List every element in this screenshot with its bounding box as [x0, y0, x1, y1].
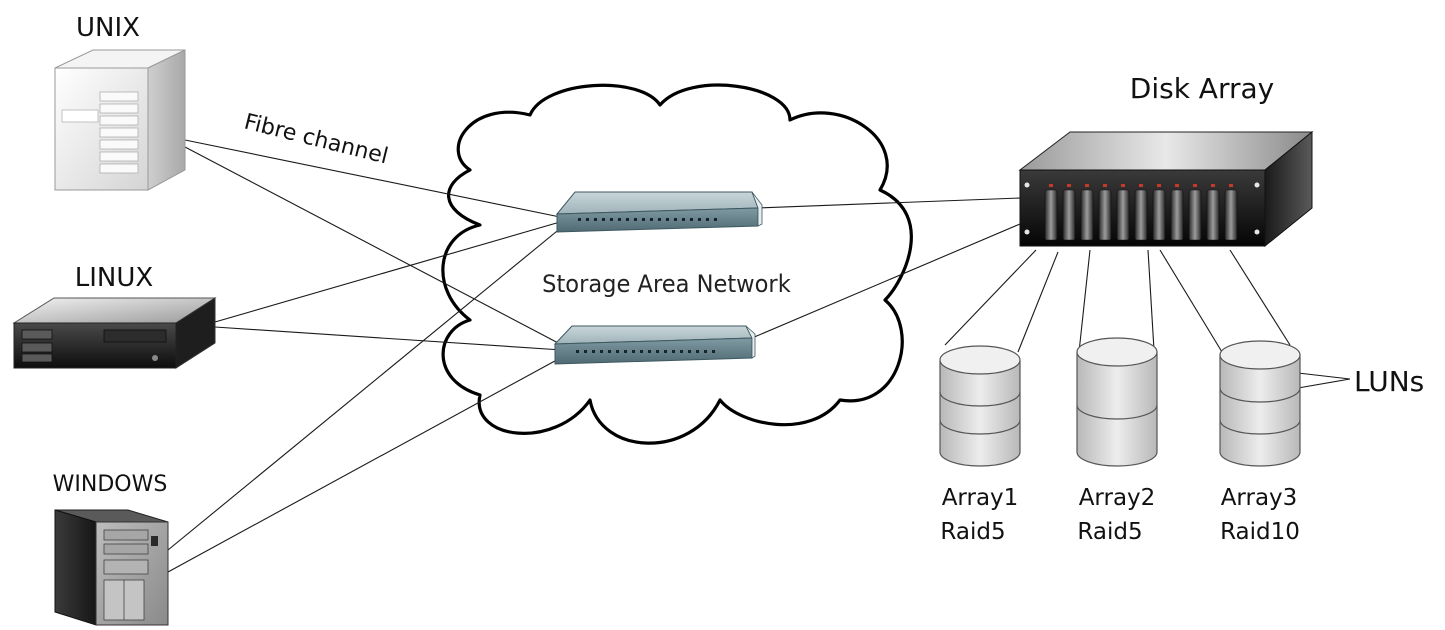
- luns-pointer-upper: [1297, 372, 1351, 380]
- link-array-disk2-left: [1078, 249, 1091, 353]
- lun-disk-array1-icon: [939, 345, 1021, 467]
- fibre-channel-links: [167, 139, 1351, 573]
- link-array-disk1-left: [944, 249, 1037, 346]
- link-windows-switch2: [167, 355, 565, 573]
- link-switch1-array: [757, 197, 1021, 209]
- array1-name: Array1: [942, 485, 1019, 511]
- disk-array-icon: [1018, 130, 1314, 248]
- san-cloud: [441, 83, 913, 445]
- unix-label: UNIX: [76, 13, 140, 43]
- luns-pointer-lower: [1297, 378, 1351, 389]
- link-array-disk2-right: [1147, 249, 1155, 351]
- linux-server-icon: [12, 297, 217, 369]
- network-label: Storage Area Network: [542, 270, 791, 298]
- link-array-disk3-right: [1229, 249, 1291, 346]
- fc-switch-1: [555, 191, 763, 233]
- link-unix-switch1: [184, 139, 561, 218]
- link-array-disk3-left: [1159, 249, 1223, 353]
- windows-label: WINDOWS: [53, 472, 168, 497]
- linux-label: LINUX: [75, 263, 153, 293]
- lun-disk-array2-icon: [1076, 337, 1158, 467]
- array2-raid: Raid5: [1077, 519, 1142, 545]
- disk-array-title: Disk Array: [1130, 72, 1274, 105]
- unix-server-icon: [54, 49, 186, 191]
- link-unix-switch2: [184, 146, 563, 346]
- fibre-channel-label: Fibre channel: [242, 110, 391, 170]
- link-windows-switch1: [167, 226, 563, 551]
- link-linux-switch2: [214, 326, 563, 351]
- windows-pc-icon: [54, 509, 169, 626]
- array2-name: Array2: [1079, 485, 1156, 511]
- link-switch2-array: [751, 223, 1021, 339]
- array3-name: Array3: [1221, 485, 1298, 511]
- link-linux-switch1: [214, 221, 561, 323]
- lun-disk-array3-icon: [1219, 340, 1301, 467]
- luns-label: LUNs: [1354, 365, 1424, 398]
- array1-raid: Raid5: [940, 519, 1005, 545]
- fc-switch-2: [553, 325, 756, 365]
- link-array-disk1-right: [1017, 251, 1059, 353]
- array3-raid: Raid10: [1220, 519, 1300, 545]
